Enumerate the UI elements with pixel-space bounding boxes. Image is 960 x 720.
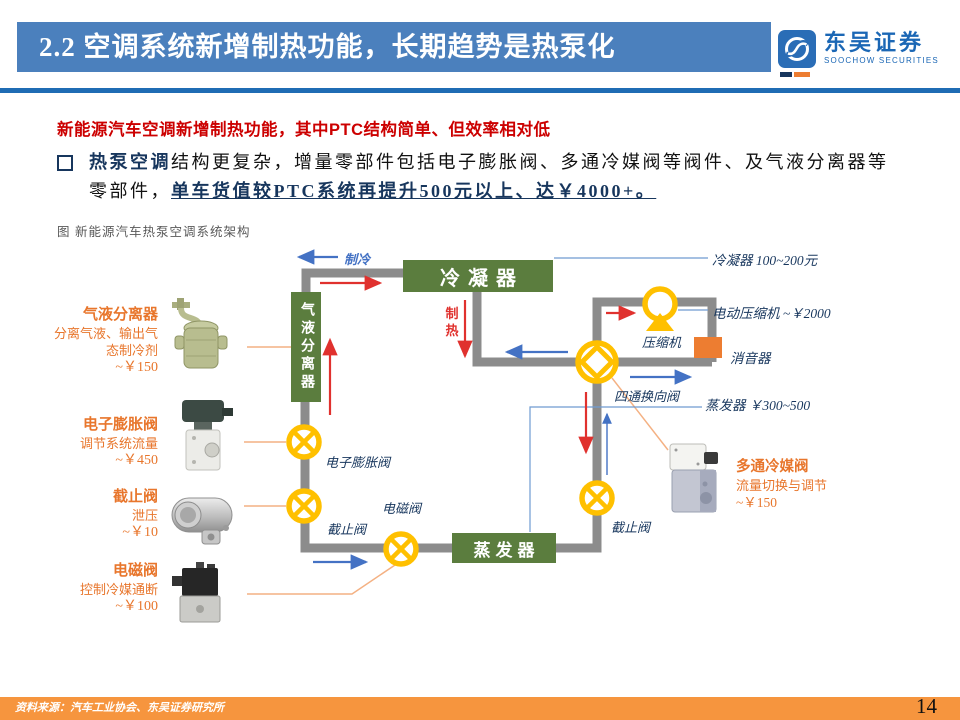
brand-name-cn: 东吴证券 — [824, 30, 925, 55]
solenoid-product-image — [172, 562, 230, 629]
pipe-separator-to-condenser — [301, 268, 404, 292]
valve-eev-icon — [286, 424, 322, 460]
logo-substrip — [780, 72, 810, 77]
stop-valve-card-name: 截止阀 — [112, 489, 158, 505]
stop-valve-card-price: ~￥10 — [122, 525, 158, 540]
muffler-label: 消音器 — [730, 351, 771, 366]
red-headline: 新能源汽车空调新增制热功能，其中PTC结构简单、但效率相对低 — [57, 121, 551, 139]
compressor-label: 压缩机 — [642, 335, 682, 350]
flow-arrows — [296, 249, 693, 570]
compressor-icon — [642, 286, 678, 331]
solenoid-label: 电磁阀 — [382, 501, 422, 516]
separator-product-image — [158, 296, 238, 385]
stop-valve-left-label: 截止阀 — [327, 522, 367, 537]
stop-valve-card: 截止阀 泄压 ~￥10 — [50, 488, 158, 542]
brand-name-en: SOOCHOW SECURITIES — [824, 56, 939, 65]
logo-substrip-orange — [794, 72, 810, 77]
separator-card-price: ~￥150 — [115, 360, 158, 375]
brand-logo: 东吴证券 SOOCHOW SECURITIES — [778, 30, 939, 68]
eev-product-image — [172, 398, 236, 477]
bullet-square-icon — [57, 155, 73, 171]
bullet-emphasis: 单车货值较PTC系统再提升500元以上、达￥4000+。 — [171, 181, 657, 201]
evaporator-price-label: 蒸发器 ￥300~500 — [705, 398, 811, 413]
separator-card-name: 气液分离器 — [82, 307, 158, 323]
eev-label: 电子膨胀阀 — [325, 455, 391, 470]
stop-valve-card-desc: 泄压 — [131, 508, 158, 523]
bullet-body: 结构更复杂，增量零部件包括电子膨胀阀、多通冷媒阀等阀件、及气液分离器等零部件， — [89, 152, 889, 201]
valve-stop-left-icon — [286, 488, 322, 524]
page-title: 2.2 空调系统新增制热功能，长期趋势是热泵化 — [39, 32, 616, 62]
blue-leader-lines — [529, 257, 708, 532]
four-way-valve-icon — [575, 340, 619, 384]
solenoid-card-price: ~￥100 — [115, 599, 158, 614]
bullet-paragraph: 热泵空调结构更复杂，增量零部件包括电子膨胀阀、多通冷媒阀等阀件、及气液分离器等零… — [57, 148, 905, 206]
header-bar: 2.2 空调系统新增制热功能，长期趋势是热泵化 — [17, 22, 771, 72]
footer-bar — [0, 697, 960, 720]
eev-card-name: 电子膨胀阀 — [82, 417, 158, 433]
separator-box: 气液分离器 — [291, 292, 321, 402]
solenoid-card: 电磁阀 控制冷媒通断 ~￥100 — [50, 562, 158, 616]
solenoid-card-name: 电磁阀 — [112, 563, 158, 579]
separator-card-desc: 分离气液、输出气态制冷剂 — [53, 326, 158, 358]
separator-box-label: 气液分离器 — [299, 302, 314, 392]
stop-valve-right-label: 截止阀 — [611, 520, 651, 535]
leader-solenoid — [247, 562, 399, 595]
figure-caption: 图 新能源汽车热泵空调系统架构 — [57, 225, 251, 239]
evaporator-box: 蒸发器 — [452, 533, 556, 563]
eev-card-price: ~￥450 — [115, 453, 158, 468]
eev-card-desc: 调节系统流量 — [79, 436, 158, 451]
condenser-box: 冷凝器 — [403, 260, 553, 292]
soochow-logo-icon — [778, 30, 816, 68]
pipe-valve-to-evaporator — [556, 362, 602, 553]
multiway-card: 多通冷媒阀 流量切换与调节 ~￥150 — [736, 458, 856, 512]
valve-stop-right-icon — [579, 480, 615, 516]
stop-valve-product-image — [164, 488, 240, 555]
source-note: 资料来源：汽车工业协会、东吴证券研究所 — [15, 702, 224, 714]
orange-leader-lines — [244, 346, 669, 595]
leader-evaporator-label — [529, 406, 702, 532]
cooling-mode-label: 制冷 — [344, 252, 371, 267]
pipe-condenser-to-valve — [472, 292, 712, 367]
separator-card: 气液分离器 分离气液、输出气态制冷剂 ~￥150 — [50, 306, 158, 377]
multiway-card-name: 多通冷媒阀 — [736, 459, 809, 475]
bullet-lead: 热泵空调 — [89, 152, 171, 172]
compressor-price-label: 电动压缩机 ~￥2000 — [712, 306, 831, 321]
logo-substrip-navy — [780, 72, 792, 77]
header-divider — [0, 88, 960, 93]
leader-multiway — [611, 377, 669, 451]
solenoid-card-desc: 控制冷媒通断 — [79, 582, 158, 597]
multiway-card-price: ~￥150 — [736, 495, 778, 510]
multiway-product-image — [664, 442, 724, 523]
heating-mode-label: 制热 — [445, 306, 459, 338]
condenser-price-label: 冷凝器 100~200元 — [712, 253, 818, 268]
brand-text: 东吴证券 SOOCHOW SECURITIES — [824, 30, 939, 65]
bullet-text: 热泵空调结构更复杂，增量零部件包括电子膨胀阀、多通冷媒阀等阀件、及气液分离器等零… — [89, 148, 901, 206]
eev-card: 电子膨胀阀 调节系统流量 ~￥450 — [50, 416, 158, 470]
multiway-card-desc: 流量切换与调节 — [736, 478, 828, 493]
valve-solenoid-icon — [383, 531, 419, 567]
muffler-shape — [694, 337, 722, 358]
valve-icons — [286, 286, 678, 567]
page-number: 14 — [916, 694, 937, 718]
four-way-valve-label: 四通换向阀 — [614, 389, 680, 404]
